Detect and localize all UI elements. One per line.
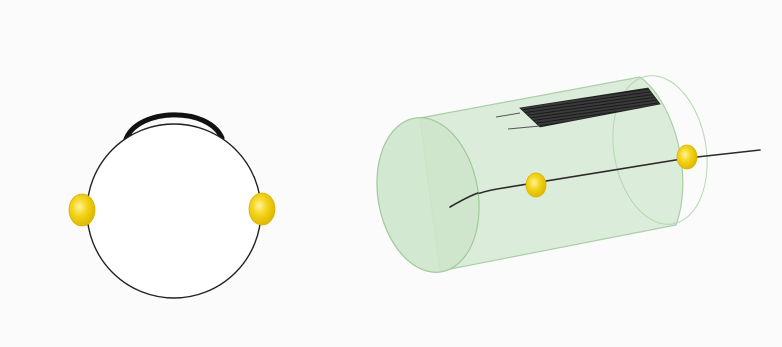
mesh-lead-1 — [495, 112, 521, 118]
mesh-lead-2 — [507, 125, 541, 130]
cylinder-view — [376, 75, 761, 273]
wire-front-segment — [449, 192, 479, 208]
headband-arc — [123, 112, 225, 142]
left-electrode — [68, 193, 96, 227]
cross-section-view — [68, 112, 276, 299]
cylinder-body — [419, 76, 684, 272]
cylinder-front-cap — [376, 117, 480, 273]
mesh-strip — [519, 87, 661, 128]
cross-section-circle — [86, 123, 262, 299]
cylinder-electrode-1 — [525, 172, 547, 198]
cylinder-electrode-2 — [676, 144, 698, 170]
cylinder-back-cap — [612, 75, 708, 225]
right-electrode — [248, 192, 276, 226]
